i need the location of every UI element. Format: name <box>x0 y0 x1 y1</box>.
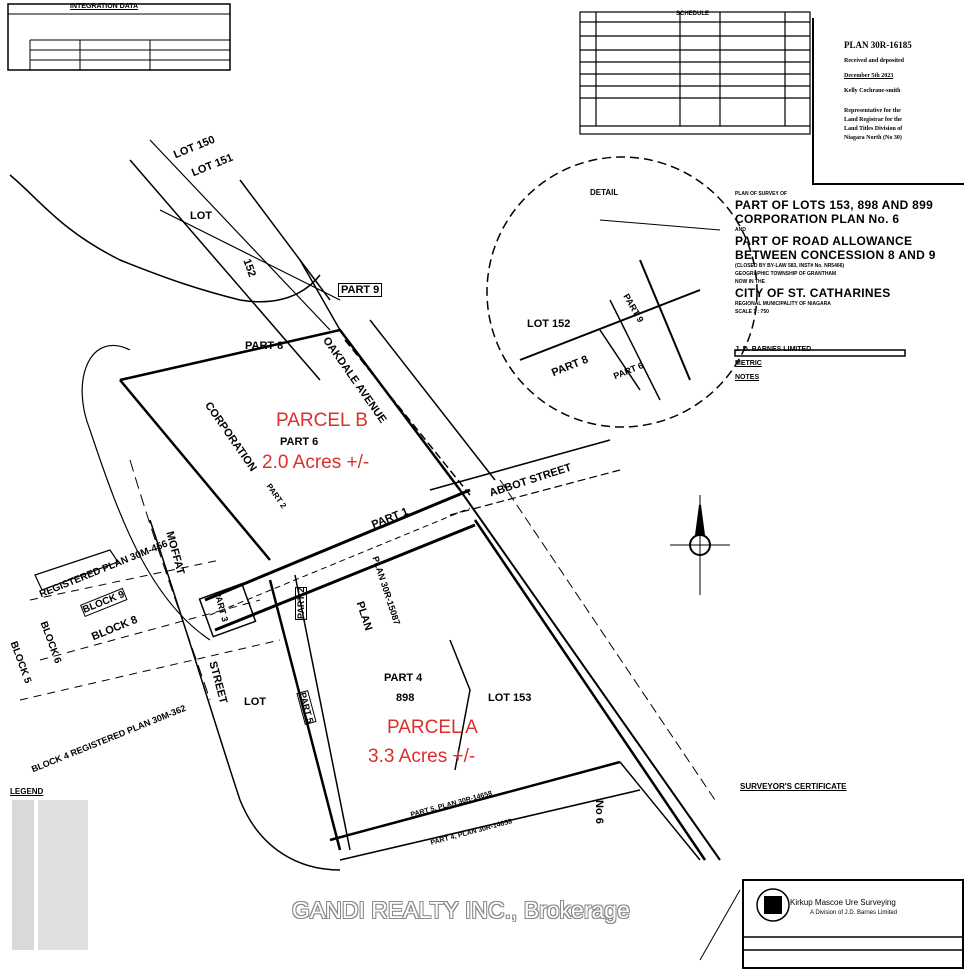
plan-registration-box: PLAN 30R-16185 Received and deposited De… <box>812 18 964 185</box>
title-firm: J. D. BARNES LIMITED <box>735 346 812 353</box>
legend-title: LEGEND <box>10 787 44 796</box>
label-part-9: PART 9 <box>338 283 383 297</box>
surveyors-certificate-title: SURVEYOR'S CERTIFICATE <box>740 782 847 791</box>
label-lot-left: LOT <box>244 696 266 708</box>
title-and: AND <box>735 227 746 233</box>
north-arrow-icon <box>670 495 730 595</box>
title-pre: PLAN OF SURVEY OF <box>735 191 788 197</box>
title-city: CITY OF ST. CATHARINES <box>735 286 891 300</box>
label-lot-153: LOT 153 <box>488 692 532 704</box>
title-scale: SCALE 1 : 750 <box>735 309 769 315</box>
label-part-6: PART 6 <box>280 436 319 448</box>
title-notes: NOTES <box>735 374 760 381</box>
brokerage-watermark: GANDI REALTY INC., Brokerage <box>292 897 630 923</box>
detail-lot-152: LOT 152 <box>527 318 571 330</box>
parcel-a-area: 3.3 Acres +/- <box>368 746 476 767</box>
schedule-table <box>579 11 811 135</box>
rep-line: Representative for the <box>844 108 901 114</box>
label-no-6: No 6 <box>593 800 605 824</box>
signer-name: Kelly Cochrane-smith <box>844 88 901 94</box>
received-text: Received and deposited <box>844 58 904 64</box>
parcel-b-name: PARCEL B <box>276 410 368 431</box>
schedule-title: SCHEDULE <box>676 11 710 17</box>
label-part-8: PART 8 <box>245 340 284 352</box>
rep-line: Land Titles Division of <box>844 126 903 132</box>
title-line: BETWEEN CONCESSION 8 AND 9 <box>735 248 936 262</box>
rep-line: Niagara North (No 30) <box>844 135 902 141</box>
deposit-date: December 5th 2023 <box>844 73 894 79</box>
title-region: REGIONAL MUNICIPALITY OF NIAGARA <box>735 301 831 307</box>
title-line: CORPORATION PLAN No. 6 <box>735 212 900 226</box>
firm-title-block <box>742 879 964 969</box>
detail-title: DETAIL <box>590 188 619 197</box>
title-now: NOW IN THE <box>735 279 765 285</box>
label-lot-898: 898 <box>396 692 415 704</box>
plan-title-block: PLAN OF SURVEY OF PART OF LOTS 153, 898 … <box>735 190 965 382</box>
title-line: PART OF LOTS 153, 898 AND 899 <box>735 198 934 212</box>
title-metric: METRIC <box>735 360 762 367</box>
label-lot: LOT <box>190 210 212 222</box>
firm-name: Kirkup Mascoe Ure Surveying <box>790 898 896 907</box>
integration-table <box>7 3 231 71</box>
title-line: PART OF ROAD ALLOWANCE <box>735 234 913 248</box>
title-geo: GEOGRAPHIC TOWNSHIP OF GRANTHAM <box>735 271 837 277</box>
label-part-4: PART 4 <box>384 672 423 684</box>
title-closed: (CLOSED BY BY-LAW 583, INST# No. NR5466) <box>735 263 845 269</box>
plan-number: PLAN 30R-16185 <box>844 40 912 50</box>
label-part-2-box: PART 2 <box>295 586 307 620</box>
parcel-a-name: PARCEL A <box>387 717 478 738</box>
integration-table-title: INTEGRATION DATA <box>70 3 139 10</box>
legend-entries <box>12 800 88 950</box>
parcel-b-area: 2.0 Acres +/- <box>262 452 370 473</box>
firm-subtitle: A Division of J.D. Barnes Limited <box>810 910 898 916</box>
rep-line: Land Registrar for the <box>844 117 902 123</box>
